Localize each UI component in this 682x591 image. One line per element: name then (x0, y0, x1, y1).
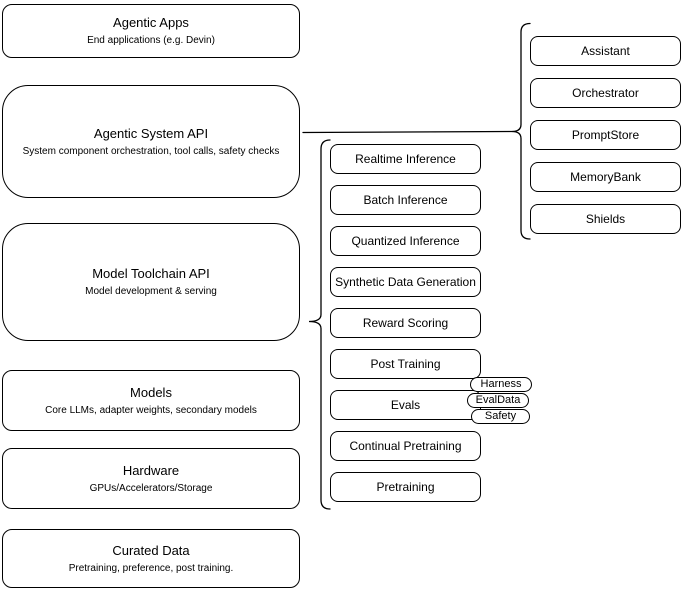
node-orchestrator: Orchestrator (530, 78, 681, 108)
node-title: Models (130, 384, 172, 400)
node-title: Agentic Apps (113, 15, 189, 30)
node-batch-inference: Batch Inference (330, 185, 481, 215)
node-post-training: Post Training (330, 349, 481, 379)
tag-evaldata: EvalData (467, 393, 529, 408)
system-api-to-components-line (302, 130, 513, 134)
node-shields: Shields (530, 204, 681, 234)
node-continual-pretraining: Continual Pretraining (330, 431, 481, 461)
tag-safety: Safety (471, 409, 530, 424)
node-assistant: Assistant (530, 36, 681, 66)
tag-harness: Harness (470, 377, 532, 392)
node-title: Hardware (122, 462, 180, 478)
node-synthetic-data-generation: Synthetic Data Generation (330, 267, 481, 297)
node-subtitle: Pretraining, preference, post training. (68, 562, 234, 574)
node-models: Models Core LLMs, adapter weights, secon… (2, 370, 300, 431)
system-components-brace (511, 22, 531, 240)
node-curated-data: Curated Data Pretraining, preference, po… (2, 529, 300, 588)
node-evals: Evals (330, 390, 481, 420)
node-agentic-system-api: Agentic System API System component orch… (2, 85, 300, 198)
node-subtitle: Model development & serving (85, 286, 217, 297)
node-model-toolchain-api: Model Toolchain API Model development & … (2, 223, 300, 341)
node-subtitle: Core LLMs, adapter weights, secondary mo… (45, 404, 257, 416)
node-reward-scoring: Reward Scoring (330, 308, 481, 338)
node-quantized-inference: Quantized Inference (330, 226, 481, 256)
node-subtitle: System component orchestration, tool cal… (22, 145, 280, 157)
node-hardware: Hardware GPUs/Accelerators/Storage (2, 448, 300, 509)
node-agentic-apps: Agentic Apps End applications (e.g. Devi… (2, 4, 300, 58)
toolchain-brace (308, 139, 331, 510)
node-title: Model Toolchain API (92, 266, 210, 281)
node-promptstore: PromptStore (530, 120, 681, 150)
node-realtime-inference: Realtime Inference (330, 144, 481, 174)
node-memorybank: MemoryBank (530, 162, 681, 192)
node-subtitle: End applications (e.g. Devin) (87, 35, 215, 46)
node-title: Agentic System API (93, 125, 209, 141)
system-components-column: Assistant Orchestrator PromptStore Memor… (530, 36, 681, 234)
node-subtitle: GPUs/Accelerators/Storage (89, 482, 213, 494)
node-title: Curated Data (112, 542, 190, 558)
toolchain-column: Realtime Inference Batch Inference Quant… (330, 144, 481, 502)
node-pretraining: Pretraining (330, 472, 481, 502)
